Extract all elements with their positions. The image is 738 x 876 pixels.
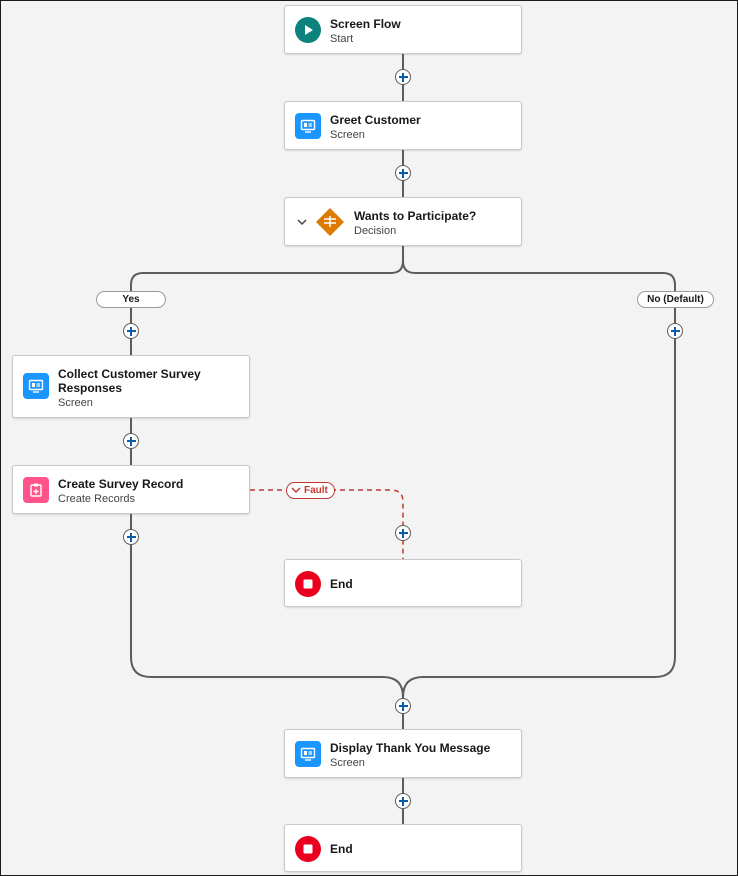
node-title: Collect Customer Survey Responses [58, 367, 201, 395]
node-title: End [330, 842, 353, 856]
greet-customer-node[interactable]: Greet Customer Screen [284, 101, 522, 150]
branch-label-no-default: No (Default) [637, 291, 714, 308]
chevron-down-icon [291, 487, 301, 494]
add-element-button[interactable] [123, 529, 139, 545]
node-subtitle: Create Records [58, 493, 136, 505]
add-element-button[interactable] [123, 323, 139, 339]
stop-icon [295, 571, 321, 597]
start-node[interactable]: Screen Flow Start [284, 5, 522, 54]
screen-icon [295, 113, 321, 139]
display-thank-you-node[interactable]: Display Thank You Message Screen [284, 729, 522, 778]
add-element-button[interactable] [667, 323, 683, 339]
node-title: Screen Flow [330, 17, 401, 31]
decision-icon [316, 208, 344, 236]
create-survey-record-node[interactable]: Create Survey Record Create Records [12, 465, 250, 514]
collect-survey-node[interactable]: Collect Customer Survey Responses Screen [12, 355, 250, 418]
screen-icon [23, 373, 49, 399]
add-element-button[interactable] [395, 165, 411, 181]
node-title: Display Thank You Message [330, 741, 491, 755]
end-node[interactable]: End [284, 824, 522, 872]
fault-label-text: Fault [304, 485, 328, 496]
add-element-button[interactable] [395, 525, 411, 541]
node-title: Greet Customer [330, 113, 421, 127]
node-subtitle: Screen [330, 129, 365, 141]
chevron-down-icon[interactable] [295, 215, 309, 229]
create-records-icon [23, 477, 49, 503]
node-title: End [330, 577, 353, 591]
node-subtitle: Screen [330, 757, 365, 769]
screen-icon [295, 741, 321, 767]
play-icon [295, 17, 321, 43]
node-title: Create Survey Record [58, 477, 184, 491]
node-title: Wants to Participate? [354, 209, 477, 223]
node-subtitle: Start [330, 33, 354, 45]
fault-label[interactable]: Fault [286, 482, 335, 499]
decision-node[interactable]: Wants to Participate? Decision [284, 197, 522, 246]
add-element-button[interactable] [395, 793, 411, 809]
fault-end-node[interactable]: End [284, 559, 522, 607]
stop-icon [295, 836, 321, 862]
branch-label-yes: Yes [96, 291, 166, 308]
add-element-button[interactable] [395, 698, 411, 714]
node-subtitle: Screen [58, 397, 93, 409]
node-subtitle: Decision [354, 225, 397, 237]
add-element-button[interactable] [123, 433, 139, 449]
add-element-button[interactable] [395, 69, 411, 85]
